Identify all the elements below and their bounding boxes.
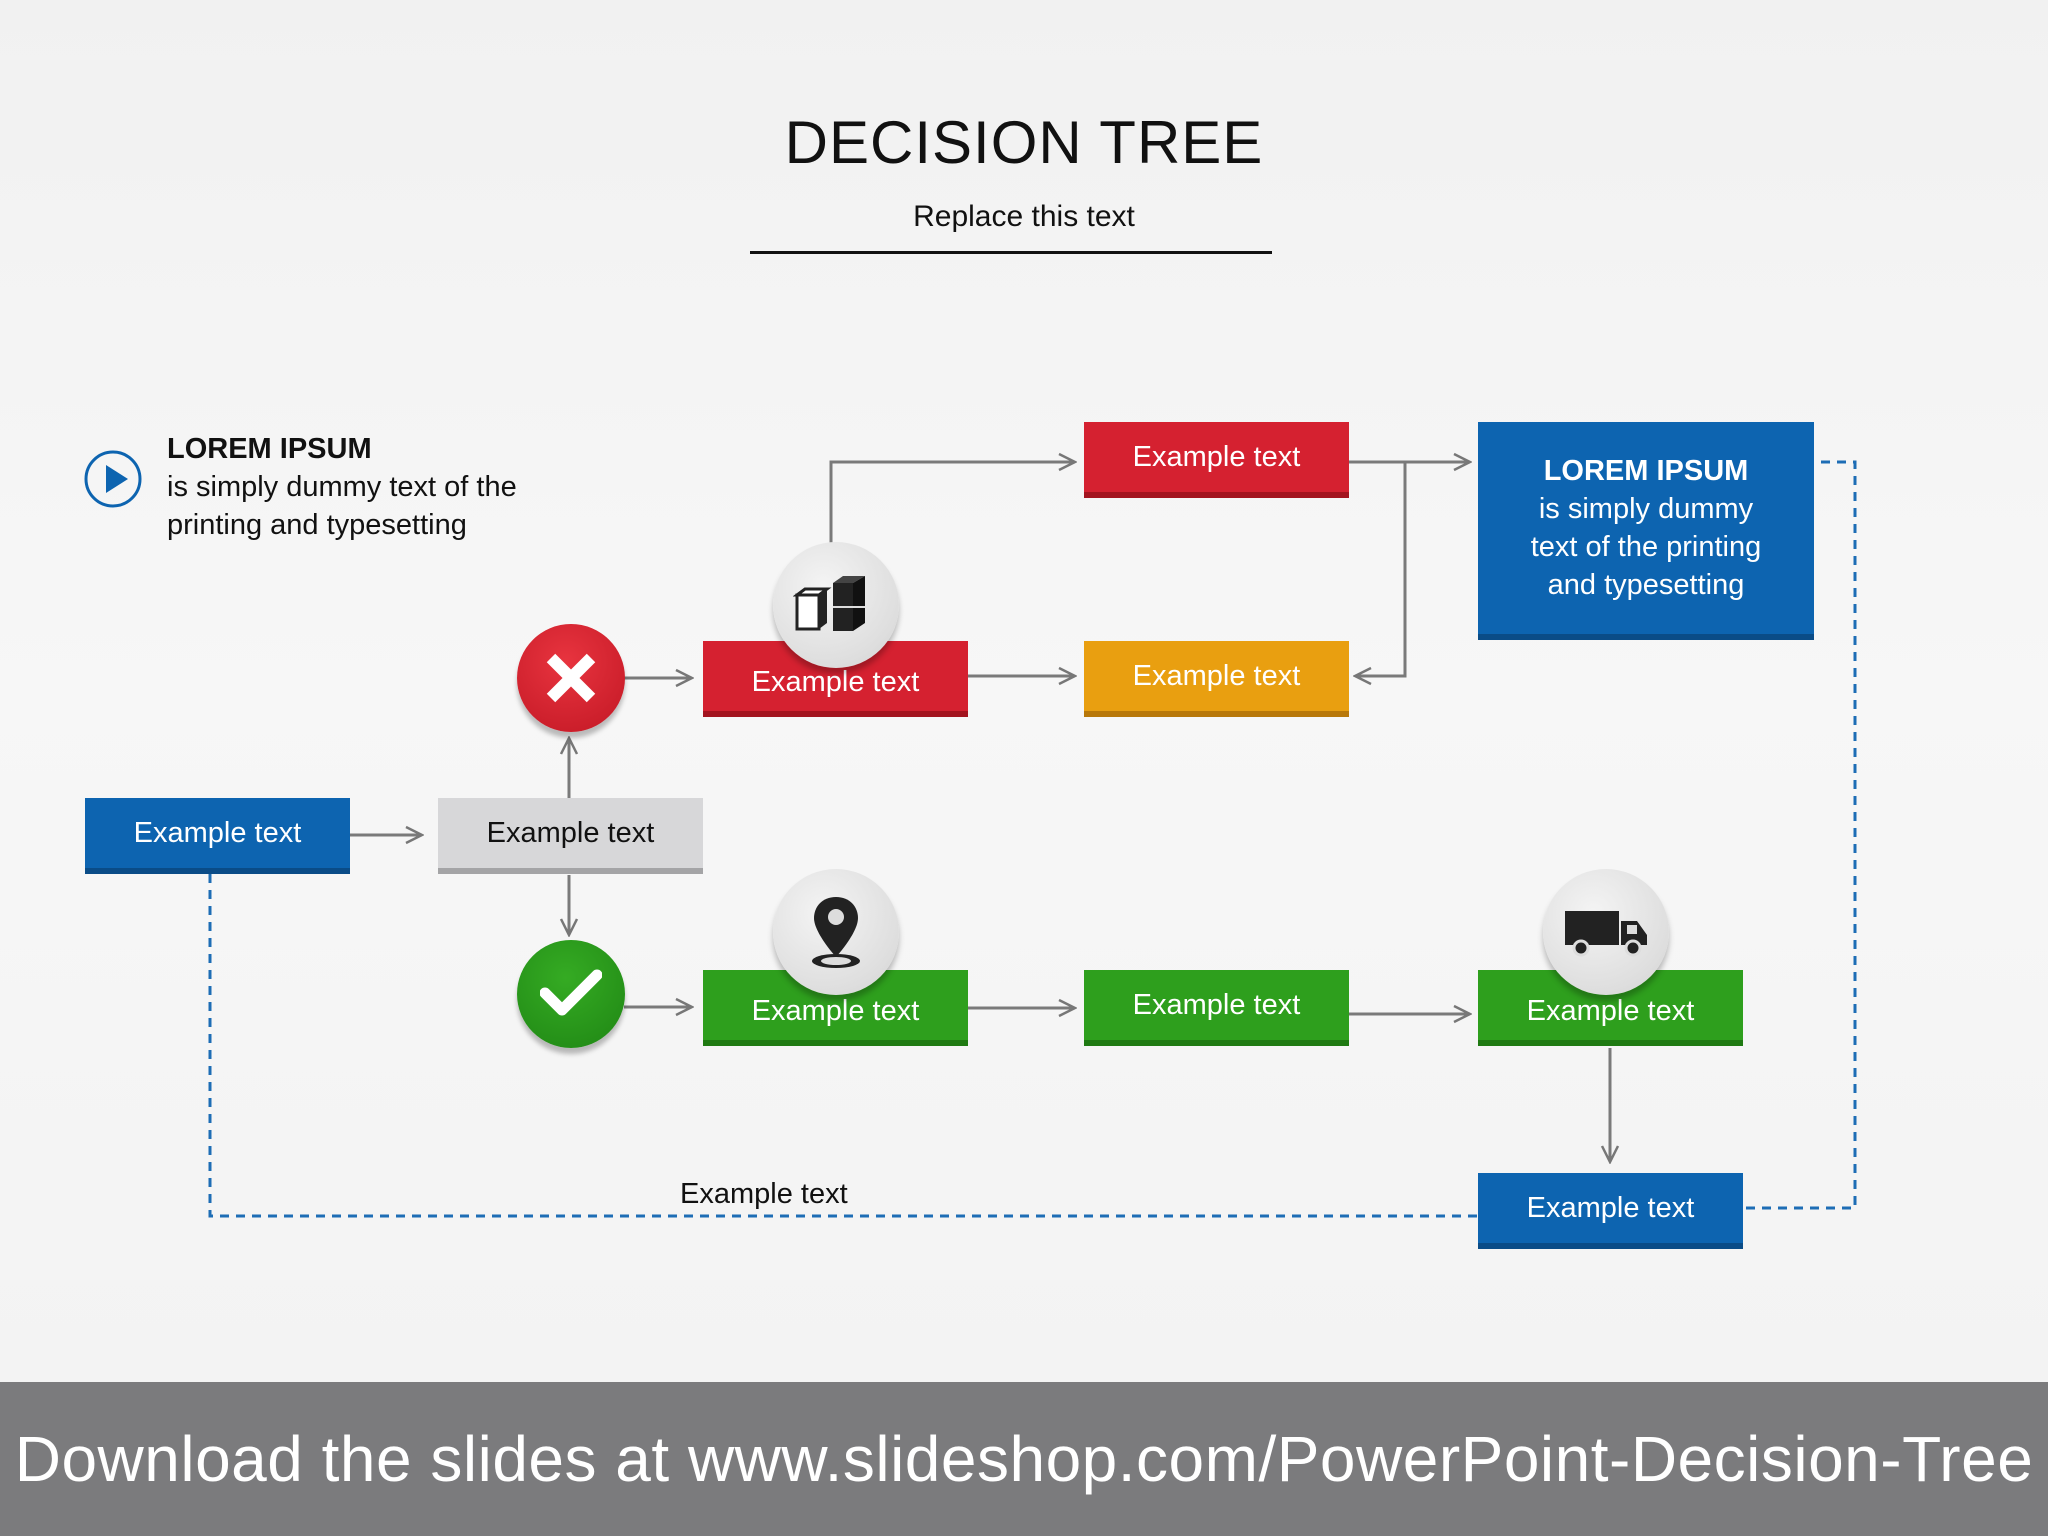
cubes-icon [773, 542, 899, 668]
dashed-final-to-info [1746, 460, 1857, 1210]
map-pin-icon [773, 869, 899, 995]
page-title: DECISION TREE [784, 109, 1264, 176]
x-icon [517, 624, 625, 732]
node-final: Example text [1478, 1173, 1743, 1249]
play-circle-icon [84, 450, 142, 508]
node-mid-option: Example text [1084, 641, 1349, 717]
legend-text: LOREM IPSUM is simply dummy text of the … [167, 430, 517, 544]
dashed-connector-label: Example text [680, 1178, 848, 1210]
check-icon [517, 940, 625, 1048]
footer-link-text[interactable]: Download the slides at www.slideshop.com… [14, 1423, 2034, 1495]
dashed-start-to-final [208, 874, 1478, 1218]
node-top-option: Example text [1084, 422, 1349, 498]
node-yes-step2: Example text [1084, 970, 1349, 1046]
node-start: Example text [85, 798, 350, 874]
info-box-line-3: and typesetting [1547, 569, 1745, 601]
info-box-line-2: text of the printing [1530, 531, 1762, 563]
title-divider [750, 251, 1272, 254]
page-subtitle: Replace this text [913, 200, 1135, 233]
truck-icon [1543, 869, 1669, 995]
arrow-top-to-mid [1355, 462, 1407, 676]
node-decision: Example text [438, 798, 703, 874]
footer-banner: Download the slides at www.slideshop.com… [0, 1382, 2048, 1536]
info-box-line-1: is simply dummy [1538, 493, 1754, 525]
legend-line-2: printing and typesetting [167, 509, 467, 541]
info-box: LOREM IPSUM is simply dummy text of the … [1478, 422, 1814, 640]
legend-line-1: is simply dummy text of the [167, 471, 517, 503]
arrow-branch-to-top [829, 462, 1075, 545]
info-box-heading: LOREM IPSUM [1543, 455, 1749, 487]
legend-heading: LOREM IPSUM [167, 433, 372, 465]
